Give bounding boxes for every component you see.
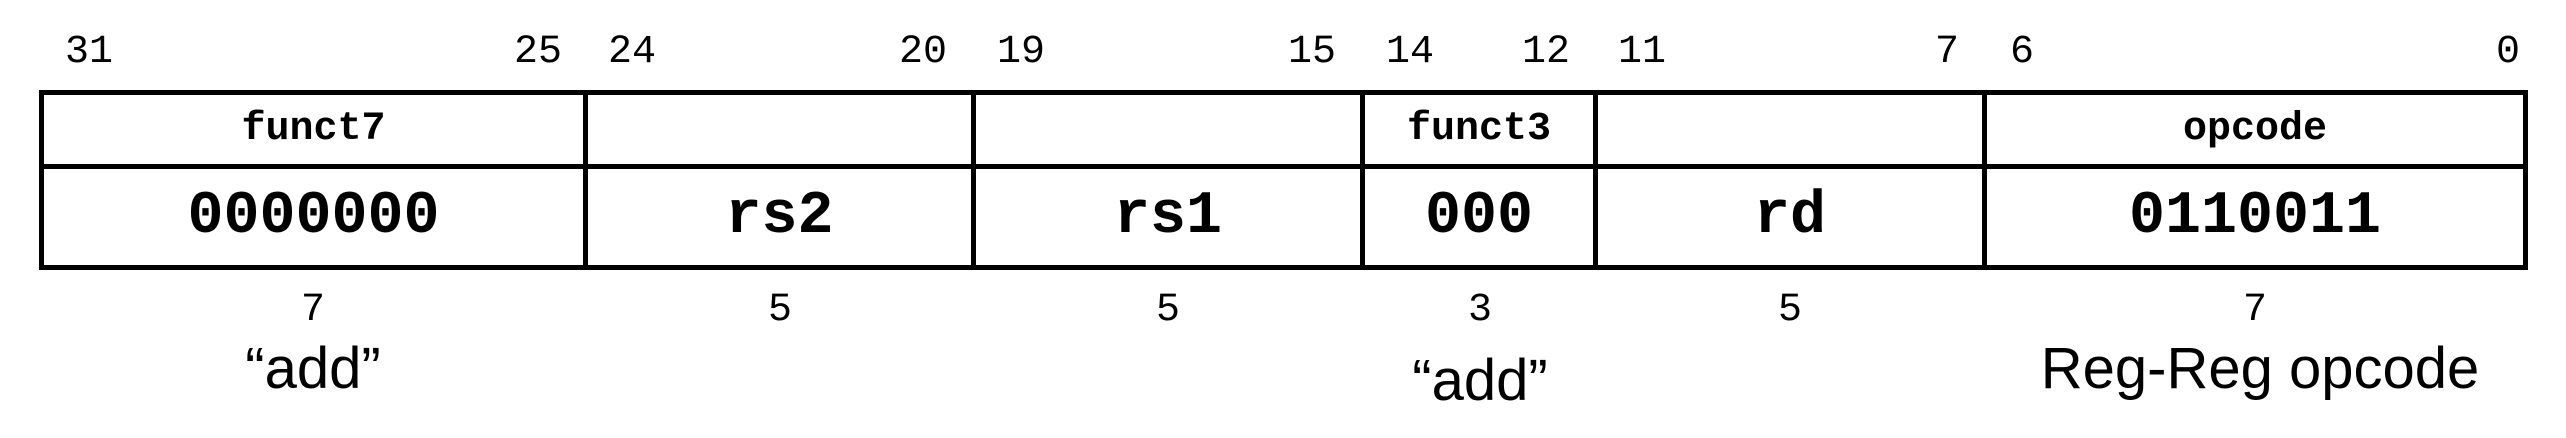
field-width-funct7: 7	[300, 288, 325, 333]
bit-low-funct7: 25	[513, 30, 562, 75]
bit-high-rs1: 19	[997, 30, 1046, 75]
field-width-rs1: 5	[1155, 288, 1180, 333]
bit-high-funct3: 14	[1386, 30, 1435, 75]
field-value-rs1: rs1	[1113, 183, 1223, 251]
field-label-funct7: funct7	[241, 107, 386, 152]
bit-high-opcode: 6	[2010, 30, 2035, 75]
field-divider-2	[971, 90, 976, 270]
annotation-funct7: “add”	[245, 336, 381, 401]
instruction-format-table	[39, 90, 2528, 270]
bit-low-rd: 7	[1934, 30, 1959, 75]
field-value-funct7: 0000000	[187, 183, 440, 251]
bit-high-rs2: 24	[608, 30, 657, 75]
row-divider	[39, 164, 2528, 169]
field-label-opcode: opcode	[2182, 107, 2328, 152]
field-width-rs2: 5	[767, 288, 792, 333]
field-divider-4	[1593, 90, 1598, 270]
field-width-funct3: 3	[1467, 288, 1492, 333]
field-width-opcode: 7	[2242, 288, 2267, 333]
field-value-rd: rd	[1753, 183, 1826, 251]
field-divider-1	[583, 90, 588, 270]
field-value-opcode: 0110011	[2128, 183, 2382, 251]
bit-high-funct7: 31	[65, 30, 114, 75]
field-label-rd	[1598, 95, 1982, 164]
annotation-funct3: “add”	[1412, 348, 1548, 413]
bit-low-funct3: 12	[1521, 30, 1570, 75]
bit-high-rd: 11	[1618, 30, 1667, 75]
field-divider-3	[1360, 90, 1365, 270]
field-divider-5	[1982, 90, 1987, 270]
bit-low-opcode: 0	[2495, 30, 2520, 75]
field-width-rd: 5	[1777, 288, 1802, 333]
field-value-rs2: rs2	[725, 183, 834, 251]
field-label-rs2	[588, 95, 971, 164]
annotation-opcode: Reg-Reg opcode	[2040, 336, 2480, 401]
field-label-rs1	[976, 95, 1360, 164]
field-label-funct3: funct3	[1406, 107, 1552, 152]
bit-low-rs2: 20	[898, 30, 947, 75]
bit-low-rs1: 15	[1287, 30, 1336, 75]
field-value-funct3: 000	[1424, 183, 1534, 251]
